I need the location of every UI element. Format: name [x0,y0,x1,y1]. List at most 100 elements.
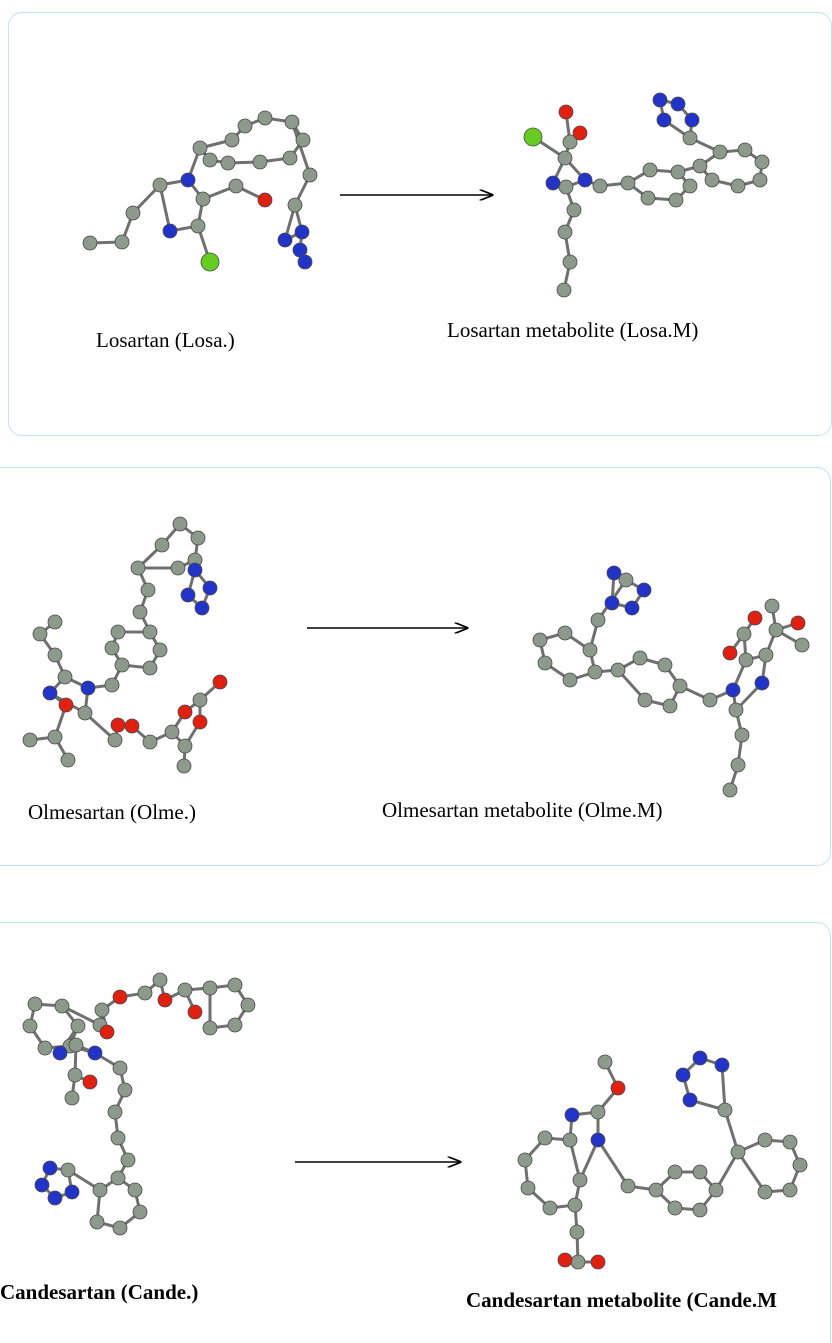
atom-c [120,1152,136,1168]
atom-c [757,1132,773,1148]
atom-c [537,655,553,671]
atom-c [224,132,240,148]
atom-c [287,197,303,213]
atom-n [714,1057,730,1073]
atom-c [114,234,130,250]
atom-n [34,1177,50,1193]
atom-n [652,92,668,108]
bond [720,1064,727,1111]
atom-n [52,1045,68,1061]
atom-n [180,587,196,603]
atom-n [682,1092,698,1108]
atom-c [112,1220,128,1236]
atom-c [667,1200,683,1216]
atom-c [32,626,48,642]
atom-n [725,682,741,698]
atom-c [572,1172,588,1188]
atom-o [722,645,738,661]
atom-c [127,1182,143,1198]
atom-c [142,734,158,750]
atom-c [640,190,656,206]
atom-c [54,998,70,1014]
atom-c [107,1104,123,1120]
atom-n [162,223,178,239]
atom-n [294,224,310,240]
atom-c [70,1018,86,1034]
atom-c [618,572,634,588]
atom-c [520,1180,536,1196]
atom-c [107,732,123,748]
atom-n [42,1160,58,1176]
atom-o [212,674,228,690]
atom-c [637,692,653,708]
atom-o [192,714,208,730]
atom-c [590,612,606,628]
atom-c [64,1090,80,1106]
atom-c [82,235,98,251]
atom-c [37,1040,53,1056]
atom-c [202,152,218,168]
atom-o [58,697,74,713]
atom-c [137,985,153,1001]
atom-o [82,1074,98,1090]
atom-c [68,1037,84,1053]
atom-o [747,610,763,626]
atom-n [656,112,672,128]
candesartan-metabolite-bonds [523,1056,802,1264]
atom-c [302,167,318,183]
atom-n [80,680,96,696]
atom-c [717,1102,733,1118]
atom-c [722,782,738,798]
atom-c [154,537,170,553]
atom-c [682,130,698,146]
atom-n [606,565,622,581]
atom-c [192,140,208,156]
atom-c [195,191,211,207]
atom-c [132,604,148,620]
atom-c [632,650,648,666]
atom-c [692,158,708,174]
atom-c [517,1152,533,1168]
atom-c [557,150,573,166]
atom-c [610,662,626,678]
atom-c [202,1020,218,1036]
atom-c [736,626,752,642]
atom-c [692,1164,708,1180]
atom-c [295,132,311,148]
atom-c [567,1197,583,1213]
atom-o [157,992,173,1008]
atom-c [94,1002,110,1018]
atom-cl [523,127,543,147]
atom-c [170,560,186,576]
atom-c [662,698,678,714]
atom-c [140,582,156,598]
atom-o [558,104,574,120]
atom-n [564,1107,580,1123]
atom-c [738,652,754,668]
atom-c [172,516,188,532]
atom-c [667,1164,683,1180]
atom-c [284,114,300,130]
atom-c [734,727,750,743]
atom-o [177,704,193,720]
atom-o [590,1254,606,1270]
atom-o [187,1004,203,1020]
atom-c [176,758,192,774]
atom-n [670,96,686,112]
atom-c [104,640,120,656]
atom-c [282,150,298,166]
atom-c [110,1130,126,1146]
atom-c [152,972,168,988]
atom-c [110,1170,126,1186]
bond [736,1151,767,1193]
atom-c [89,1214,105,1230]
atom-o [572,125,588,141]
atom-n [754,675,770,691]
atom-c [164,724,180,740]
atom-n [624,600,640,616]
atom-c [668,192,684,208]
atom-c [60,752,76,768]
bond [290,121,312,176]
atom-c [648,1182,664,1198]
atom-c [142,624,158,640]
